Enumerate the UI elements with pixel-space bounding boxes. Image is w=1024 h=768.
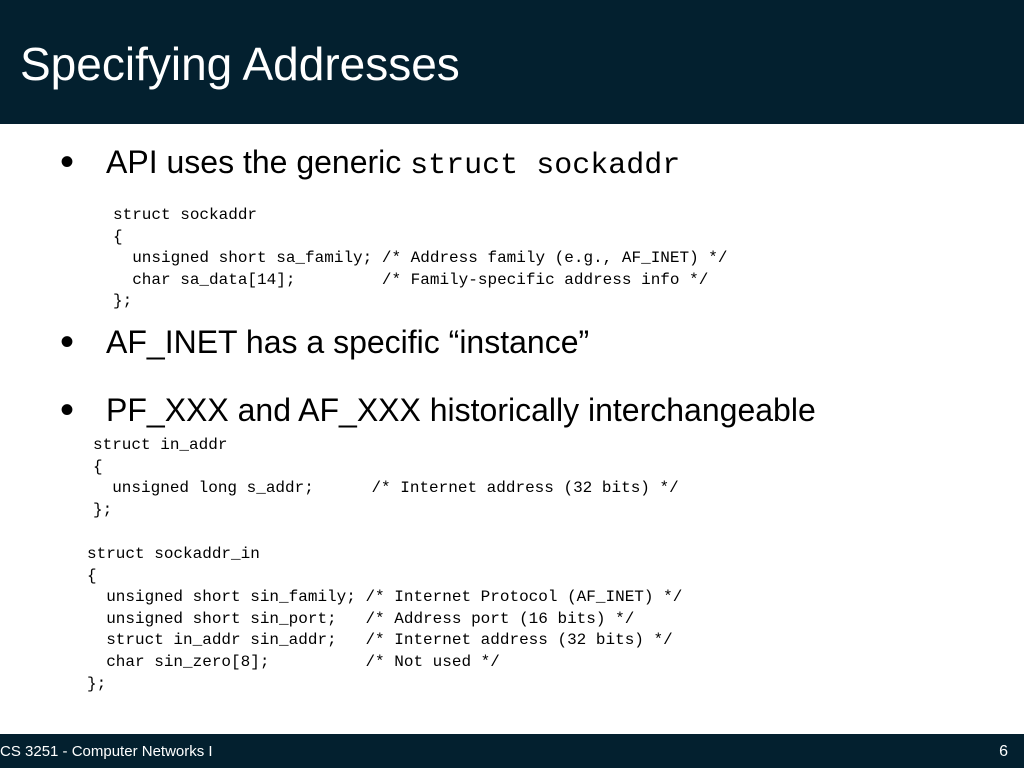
slide-title: Specifying Addresses: [20, 38, 460, 90]
bullet-icon: •: [60, 140, 75, 184]
bullet-text: PF_XXX and AF_XXX historically interchan…: [106, 392, 816, 428]
code-block-in-addr: struct in_addr { unsigned long s_addr; /…: [93, 436, 679, 519]
bullet-icon: •: [60, 388, 75, 432]
footer-bar: [0, 734, 1024, 768]
code-block-sockaddr: struct sockaddr { unsigned short sa_fami…: [113, 206, 728, 311]
inline-code: struct sockaddr: [410, 149, 681, 183]
bullet-label: API uses the generic: [106, 144, 411, 180]
title-bar: Specifying Addresses: [0, 0, 1024, 124]
code-block-sockaddr-in: struct sockaddr_in { unsigned short sin_…: [87, 545, 683, 693]
bullet-icon: •: [60, 320, 75, 364]
bullet-text: AF_INET has a specific “instance”: [106, 324, 590, 360]
bullet-text: API uses the generic struct sockaddr: [106, 142, 680, 186]
footer-page-number: 6: [999, 743, 1008, 760]
footer-course: CS 3251 - Computer Networks I: [0, 743, 213, 760]
